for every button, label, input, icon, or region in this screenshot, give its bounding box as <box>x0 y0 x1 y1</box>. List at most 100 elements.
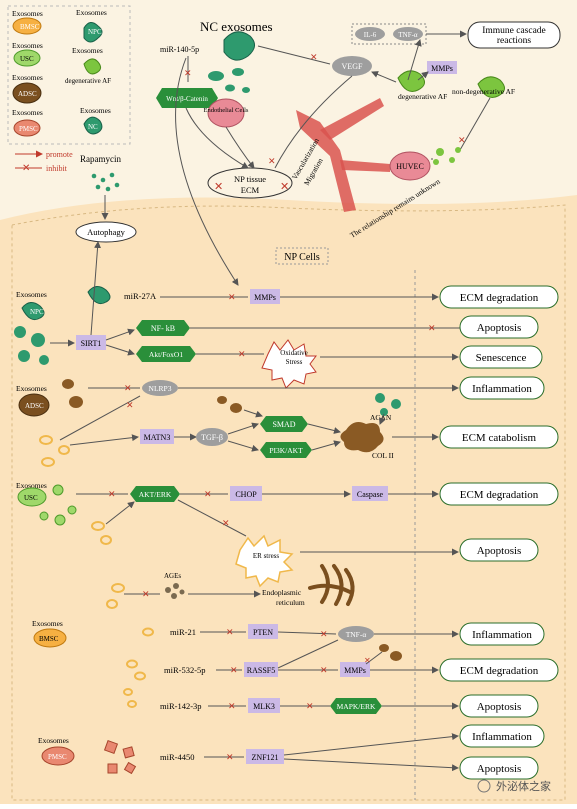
outcome-label: Apoptosis <box>477 545 522 557</box>
er-stress-label: ER stress <box>253 552 280 560</box>
ages-label: AGEs <box>164 572 181 580</box>
outcome-box <box>459 345 543 369</box>
vegf-label: VEGF <box>342 62 363 71</box>
vegf-node <box>332 56 372 76</box>
inhibit-x-icon: ✕ <box>226 752 234 762</box>
caspase-node <box>352 486 388 501</box>
znf121-node <box>246 749 284 764</box>
bmsc-vesicles-4 <box>142 627 154 637</box>
mir532-label: miR-532-5p <box>164 665 206 675</box>
bmsc-vesicles-3 <box>106 583 125 609</box>
legend-sub: PMSC <box>19 125 38 133</box>
pmsc-label: PMSC <box>48 753 67 761</box>
mir4450-label: miR-4450 <box>160 752 194 762</box>
mir142-label: miR-142-3p <box>160 701 202 711</box>
mmps2-label: MMPs <box>344 666 366 675</box>
smad-node <box>260 416 308 432</box>
inhibit-x-icon: ✕ <box>280 181 289 193</box>
wnt-node <box>156 88 218 108</box>
non-degenerative-af-icon <box>477 76 505 98</box>
legend-label: Exosomes <box>72 46 103 55</box>
legend-npc: Exosomes NPC <box>76 8 107 43</box>
outcome-box <box>439 658 559 682</box>
ages-particles <box>165 583 185 599</box>
akt-foxo1-label: Akt/FoxO1 <box>149 350 183 359</box>
huvec-cell-icon <box>389 151 431 181</box>
matn3-node <box>140 429 174 444</box>
sirt1-label: SIRT1 <box>81 339 102 348</box>
outcome-box <box>459 756 539 780</box>
inhibit-x-icon: ✕ <box>222 518 230 528</box>
outcome-box <box>439 285 559 309</box>
outcome-label: Apoptosis <box>477 322 522 334</box>
outcome-column: ECM degradationApoptosisSenescenceInflam… <box>439 285 559 780</box>
usc-exosome-icon <box>17 487 47 507</box>
mlk3-label: MLK3 <box>253 702 275 711</box>
exosome-label: Exosomes <box>16 290 47 299</box>
il6-label: IL-6 <box>364 31 377 39</box>
bmsc-exosome-icon <box>33 628 67 648</box>
adsc-vesicles-3 <box>379 644 402 661</box>
inhibit-x-icon: ✕ <box>428 323 436 333</box>
autophagy-label: Autophagy <box>87 227 126 237</box>
inhibit-x-icon: ✕ <box>320 665 328 675</box>
outcome-label: ECM degradation <box>460 292 539 304</box>
watermark: 外泌体之家 <box>496 779 551 793</box>
outcome-box <box>459 694 539 718</box>
nlrp3-node <box>142 380 178 396</box>
bmsc-vesicles-2 <box>91 521 112 545</box>
inhibit-x-icon: ✕ <box>458 135 466 145</box>
legend-bmsc: Exosomes BMSC <box>12 9 43 35</box>
pten-node <box>248 624 278 639</box>
inhibit-x-icon: ✕ <box>126 400 134 410</box>
er-icon <box>308 564 355 606</box>
matn3-label: MATN3 <box>144 433 171 442</box>
outcome-label: Senescence <box>476 352 527 364</box>
chop-label: CHOP <box>235 490 257 499</box>
non-degenerative-af-label: non-degenerative AF <box>452 87 515 96</box>
tnf-label: TNF-α <box>346 630 367 639</box>
legend-degenerative-af: Exosomes degenerative AF <box>65 46 111 85</box>
inhibit-x-icon: ✕ <box>22 163 30 174</box>
inhibit-x-icon: ✕ <box>310 52 318 62</box>
outcome-box <box>459 724 545 748</box>
outcome-label: Inflammation <box>472 383 532 395</box>
mmps-node <box>250 289 280 304</box>
sirt1-node <box>76 335 106 350</box>
smad-label: SMAD <box>272 420 295 429</box>
legend-adsc: Exosomes ADSC <box>12 73 43 104</box>
cell-membrane <box>11 204 566 801</box>
legend-label: Exosomes <box>12 41 43 50</box>
outcome-label: ECM degradation <box>460 665 539 677</box>
legend-nc: Exosomes NC <box>80 106 111 135</box>
caspase-label: Caspase <box>357 490 384 499</box>
inhibit-x-icon: ✕ <box>230 665 238 675</box>
inhibit-x-icon: ✕ <box>364 656 371 665</box>
blood-vessel <box>296 110 356 212</box>
tnf-node-top <box>393 27 423 41</box>
npc-vesicles-2 <box>375 393 401 416</box>
bmsc-vesicles <box>39 435 70 467</box>
legend-sub: BMSC <box>20 23 40 31</box>
inhibit-x-icon: ✕ <box>306 701 314 711</box>
mlk3-node <box>248 698 280 713</box>
outcome-label: Inflammation <box>472 629 532 641</box>
akt-erk-node <box>130 486 180 502</box>
inhibit-x-icon: ✕ <box>142 589 150 599</box>
nc-exosome-icon <box>223 31 255 61</box>
il6-node <box>355 27 385 41</box>
usc-label: USC <box>24 494 38 502</box>
nfkb-label: NF- kB <box>151 324 175 333</box>
legend-label: Exosomes <box>80 106 111 115</box>
rapamycin-label: Rapamycin <box>80 154 121 164</box>
legend-sub: degenerative AF <box>65 77 111 85</box>
pten-label: PTEN <box>253 628 273 637</box>
blood-vessel-branch <box>340 160 390 172</box>
rassf5-label: RASSF5 <box>247 666 275 675</box>
legend-label: Exosomes <box>76 8 107 17</box>
legend-label: Exosomes <box>12 9 43 18</box>
